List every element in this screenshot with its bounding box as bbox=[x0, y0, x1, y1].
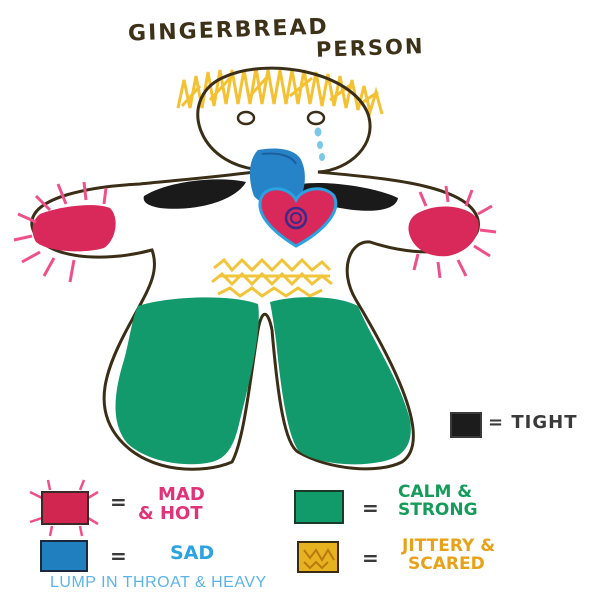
legend-equals-jittery: = bbox=[362, 548, 379, 569]
legend-item-jittery-scared: = JITTERY & SCARED bbox=[296, 536, 566, 586]
red-left-hand bbox=[33, 205, 116, 251]
legend-text-tight: = TIGHT bbox=[488, 414, 577, 433]
legend-equals-mad: = bbox=[110, 492, 127, 513]
legend-item-calm-strong: = CALM & STRONG bbox=[294, 484, 554, 540]
red-right-hand bbox=[408, 206, 478, 256]
legend-item-mad-hot: = MAD & HOT bbox=[28, 478, 238, 538]
left-eye-icon bbox=[238, 112, 254, 124]
legend-item-sad: = SAD bbox=[40, 540, 260, 576]
legend-text-mad-hot: MAD & HOT bbox=[138, 486, 205, 524]
legend-item-tight: = TIGHT bbox=[450, 412, 590, 444]
heart bbox=[260, 189, 336, 246]
legend-text-jittery-scared: JITTERY & SCARED bbox=[402, 538, 495, 574]
green-left-leg bbox=[116, 297, 259, 464]
right-eye-icon bbox=[308, 112, 324, 124]
legend-text-sad: SAD bbox=[170, 544, 214, 564]
caption-lump-in-throat: LUMP IN THROAT & HEAVY bbox=[50, 574, 267, 592]
green-right-leg bbox=[270, 297, 411, 464]
legend-text-calm-strong: CALM & STRONG bbox=[398, 484, 478, 520]
legend-equals-calm: = bbox=[362, 498, 379, 519]
legend-swatch-blue bbox=[40, 540, 88, 572]
legend-swatch-red-rays bbox=[28, 478, 102, 538]
tears-icon bbox=[315, 128, 326, 162]
legend-swatch-green bbox=[294, 490, 344, 524]
legend-equals-sad: = bbox=[110, 546, 127, 567]
black-left-shoulder bbox=[144, 179, 246, 208]
legend-swatch-black bbox=[450, 412, 482, 438]
yellow-belly-zigzag bbox=[212, 260, 332, 296]
legend-swatch-yellow bbox=[296, 540, 340, 574]
